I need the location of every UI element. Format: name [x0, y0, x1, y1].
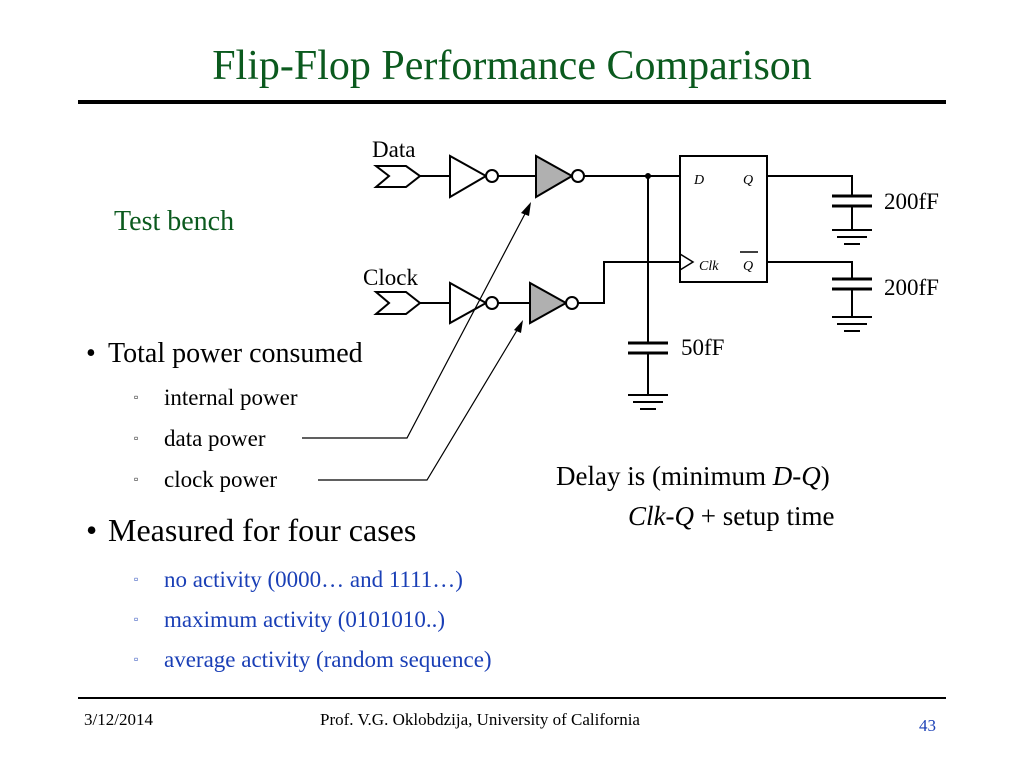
sub-clock-power: ▫ clock power: [134, 467, 277, 493]
delay-d: D: [772, 461, 793, 491]
page-number: 43: [919, 716, 936, 735]
clock-inverter-1: [449, 281, 489, 325]
delay-setup: setup time: [722, 501, 835, 531]
footer-author: Prof. V.G. Oklobdzija, University of Cal…: [320, 710, 640, 729]
sub-max-activity: ▫ maximum activity (0101010..): [134, 607, 445, 633]
delay-close: ): [820, 461, 830, 491]
sub-average-activity: ▫ average activity (random sequence): [134, 647, 492, 673]
bullet-four-cases: • Measured for four cases: [86, 512, 416, 549]
ff-qbar-label: Q: [743, 259, 753, 274]
square-bullet-icon: ▫: [134, 390, 139, 404]
delay-plus: +: [694, 501, 723, 531]
sub-data-power: ▫ data power: [134, 426, 266, 452]
delay-dash-2: -: [665, 501, 675, 531]
data-inverter-1: [449, 154, 489, 199]
clock-power-pointer: [318, 326, 520, 481]
bullet-total-power: • Total power consumed: [86, 338, 363, 370]
title-rule: [78, 100, 946, 104]
delay-q: Q: [801, 461, 821, 491]
test-bench-label: Test bench: [114, 206, 235, 237]
bullet-four-cases-text: Measured for four cases: [108, 512, 417, 548]
delay-line-2: Clk-Q + setup time: [556, 496, 834, 536]
square-bullet-icon: ▫: [134, 652, 139, 666]
sub-clock-power-text: clock power: [164, 467, 278, 492]
clock-inverter-2: [529, 281, 569, 325]
data-power-pointer: [302, 209, 528, 439]
sub-average-activity-text: average activity (random sequence): [164, 647, 492, 672]
clock-input-port: [373, 291, 422, 315]
sub-no-activity-text: no activity (0000… and 1111…): [164, 567, 463, 592]
sub-internal-power: ▫ internal power: [134, 385, 297, 411]
square-bullet-icon: ▫: [134, 572, 139, 586]
square-bullet-icon: ▫: [134, 431, 139, 445]
ff-q-label: Q: [743, 173, 753, 188]
clock-label: Clock: [363, 265, 418, 290]
sub-no-activity: ▫ no activity (0000… and 1111…): [134, 567, 463, 593]
delay-line-1: Delay is (minimum D-Q): [556, 456, 834, 496]
ff-clk-label: Clk: [699, 259, 719, 274]
sub-data-power-text: data power: [164, 426, 266, 451]
footer-rule: [78, 697, 946, 699]
ff-d-label: D: [693, 173, 704, 188]
delay-dash: -: [792, 461, 802, 491]
bullet-dot: •: [86, 338, 96, 369]
square-bullet-icon: ▫: [134, 612, 139, 626]
cap-bottom-label: 50fF: [681, 335, 724, 360]
bullet-total-power-text: Total power consumed: [108, 338, 363, 369]
sub-max-activity-text: maximum activity (0101010..): [164, 607, 446, 632]
footer-date: 3/12/2014: [84, 710, 153, 729]
data-inverter-2: [535, 154, 575, 199]
cap-mid-label: 200fF: [884, 275, 939, 300]
delay-clk: Clk: [628, 501, 666, 531]
delay-q-2: Q: [674, 501, 695, 531]
square-bullet-icon: ▫: [134, 472, 139, 486]
delay-definition: Delay is (minimum D-Q) Clk-Q + setup tim…: [556, 456, 834, 536]
data-input-port: [373, 165, 422, 188]
slide-title: Flip-Flop Performance Comparison: [212, 43, 812, 89]
delay-text: Delay is (minimum: [556, 461, 773, 491]
cap-top-label: 200fF: [884, 189, 939, 214]
bullet-dot: •: [86, 512, 98, 548]
flip-flop-box: [679, 155, 768, 283]
clock-edge-marker: [679, 253, 695, 271]
data-label: Data: [372, 137, 415, 162]
sub-internal-power-text: internal power: [164, 385, 298, 410]
